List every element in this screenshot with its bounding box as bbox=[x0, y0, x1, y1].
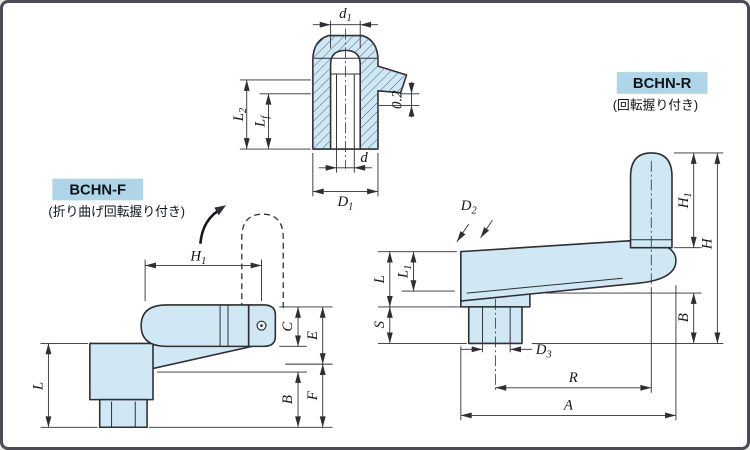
grip-section-view: d1 L2 Lf 0.2 d bbox=[231, 6, 420, 213]
r-dim-L: L bbox=[372, 251, 467, 308]
fold-arrow-head bbox=[214, 205, 227, 216]
bchn-f-view: BCHN-F (折り曲げ回転握り付き) H1 bbox=[30, 178, 333, 429]
dim-label-grip-l2: L2 bbox=[231, 108, 249, 122]
bchn-r-label-badge bbox=[616, 72, 708, 94]
r-dim-L1: L1 bbox=[396, 251, 455, 292]
r-dim-R: R bbox=[494, 287, 652, 393]
dim-label-grip-lf: Lf bbox=[252, 114, 270, 128]
r-dim-H: H bbox=[531, 152, 724, 344]
r-dim-label-l: L bbox=[372, 275, 388, 284]
f-grip bbox=[140, 304, 250, 348]
f-pivot-pin-center bbox=[260, 324, 263, 328]
f-dim-C: C bbox=[279, 306, 333, 347]
f-hub-boss bbox=[98, 398, 148, 429]
f-dim-label-h1: H1 bbox=[189, 249, 206, 267]
r-dim-A: A bbox=[460, 285, 677, 421]
dim-bore-d1: d1 bbox=[312, 6, 378, 49]
r-dim-label-d3: D3 bbox=[535, 342, 552, 360]
f-hub bbox=[89, 342, 154, 401]
r-dim-label-s: S bbox=[372, 320, 388, 328]
r-dim-label-b: B bbox=[676, 313, 692, 322]
dim-clearance-02: 0.2 bbox=[378, 81, 420, 118]
f-dim-E: E bbox=[285, 306, 333, 365]
bchn-f-label-badge bbox=[52, 178, 144, 201]
f-dim-label-f: F bbox=[305, 390, 321, 401]
f-dim-L: L bbox=[30, 342, 98, 428]
f-dim-F: F bbox=[305, 364, 326, 428]
folded-grip-phantom bbox=[241, 213, 284, 309]
r-dim-D3: D3 bbox=[460, 342, 552, 361]
dim-grip-L2: L2 bbox=[231, 79, 311, 150]
dim-outer-D1: D1 bbox=[312, 152, 379, 213]
f-dim-label-l: L bbox=[30, 382, 46, 391]
dim-label-bore-d1: d1 bbox=[339, 6, 352, 24]
r-dim-S: S bbox=[372, 306, 467, 344]
r-dim-H1: H1 bbox=[673, 152, 724, 249]
dim-bore-d: d bbox=[318, 149, 373, 173]
r-dim-B: B bbox=[545, 292, 702, 344]
dim-label-bore-d: d bbox=[360, 150, 368, 166]
f-dim-B: B bbox=[149, 371, 333, 428]
r-dim-label-h1: H1 bbox=[676, 192, 694, 209]
technical-drawing: d1 L2 Lf 0.2 d bbox=[30, 6, 724, 429]
dim-label-outer-d1: D1 bbox=[336, 194, 353, 212]
bchn-r-model-name: BCHN-R bbox=[633, 76, 692, 92]
bchn-f-subtitle: (折り曲げ回転握り付き) bbox=[48, 204, 185, 219]
r-dim-label-r: R bbox=[568, 370, 578, 386]
r-dim-label-l1: L1 bbox=[396, 265, 414, 279]
dim-grip-Lf: Lf bbox=[252, 93, 311, 150]
bchn-r-view: BCHN-R (回転握り付き) D2 L L1 bbox=[372, 72, 724, 421]
r-dim-label-h: H bbox=[699, 237, 715, 250]
f-dim-H1: H1 bbox=[144, 249, 262, 301]
bchn-r-subtitle: (回転握り付き) bbox=[613, 98, 698, 113]
r-arm bbox=[460, 239, 677, 302]
dim-label-clearance: 0.2 bbox=[390, 90, 406, 109]
r-dim-D2: D2 bbox=[456, 198, 493, 243]
r-dim-label-d2: D2 bbox=[460, 198, 477, 216]
f-dim-label-b: B bbox=[280, 395, 296, 404]
r-dim-label-a: A bbox=[563, 398, 574, 414]
bchn-f-model-name: BCHN-F bbox=[69, 182, 126, 198]
fold-rotation-arrow bbox=[199, 205, 227, 244]
f-dim-label-e: E bbox=[305, 331, 321, 341]
f-dim-label-c: C bbox=[280, 322, 296, 332]
